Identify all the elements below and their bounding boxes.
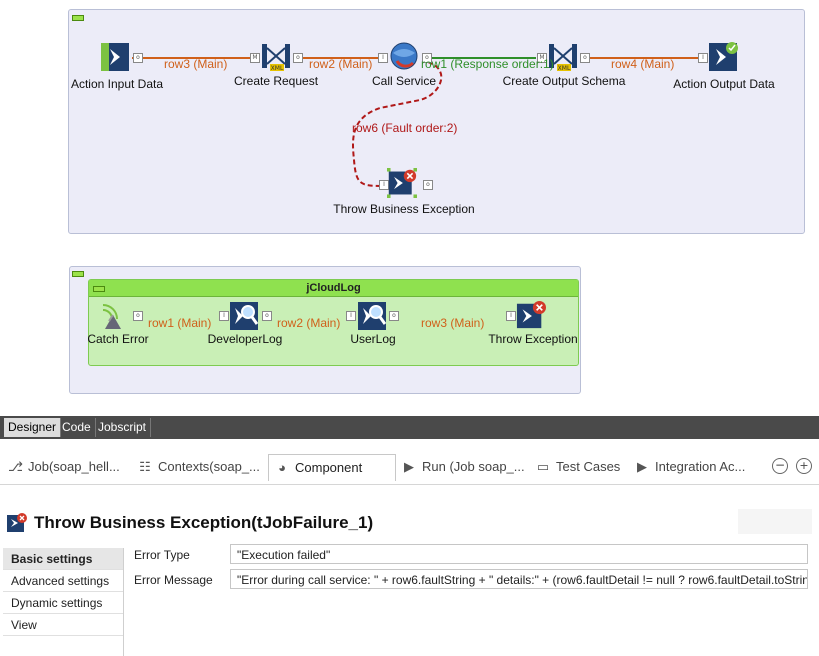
component-label: Throw Business Exception xyxy=(333,202,475,216)
flow-label-row3: row3 (Main) xyxy=(164,57,228,71)
component-label: Create Request xyxy=(233,74,319,88)
minimize-icon[interactable]: − xyxy=(772,458,788,474)
error-message-field[interactable]: "Error during call service: " + row6.fau… xyxy=(230,569,808,589)
subjob-collapse-button[interactable] xyxy=(72,271,84,277)
jcloudlog-group[interactable]: jCloudLog xyxy=(88,279,579,366)
tab-component[interactable]: ◕Component xyxy=(268,454,396,481)
component-label: Create Output Schema xyxy=(502,74,626,88)
output-port[interactable]: o xyxy=(133,53,143,63)
contexts-icon: ☷ xyxy=(139,459,151,474)
flow-label-row1: row1 (Response order:1) xyxy=(421,57,554,71)
tab-jobscript[interactable]: Jobscript xyxy=(94,418,152,437)
output-port[interactable]: o xyxy=(423,180,433,190)
sidebar-item-dynamic-settings[interactable]: Dynamic settings xyxy=(3,592,123,614)
action-input-icon[interactable] xyxy=(100,42,130,72)
component-panel-title: Throw Business Exception(tJobFailure_1) xyxy=(34,513,374,532)
output-port[interactable]: o xyxy=(133,311,143,321)
input-port[interactable]: I xyxy=(219,311,229,321)
tab-run[interactable]: ▶Run (Job soap_... xyxy=(402,454,525,480)
group-collapse-button[interactable] xyxy=(93,286,105,292)
flow-label-log-row1: row1 (Main) xyxy=(148,316,212,330)
component-label: Throw Exception xyxy=(488,332,578,346)
maximize-icon[interactable]: + xyxy=(796,458,812,474)
output-port[interactable]: o xyxy=(389,311,399,321)
flow-label-row2: row2 (Main) xyxy=(309,57,373,71)
input-port[interactable]: M xyxy=(250,53,260,63)
flow-label-log-row2: row2 (Main) xyxy=(277,316,341,330)
component-label: Action Input Data xyxy=(70,77,164,91)
error-type-label: Error Type xyxy=(134,548,190,562)
sidebar-item-view[interactable]: View xyxy=(3,614,123,636)
test-cases-icon: ▭ xyxy=(536,459,550,474)
error-message-label: Error Message xyxy=(134,573,213,587)
designer-canvas[interactable]: o Action Input Data M XML o Create Reque… xyxy=(0,0,819,416)
input-port[interactable]: M xyxy=(537,53,547,63)
flow-label-row4: row4 (Main) xyxy=(611,57,675,71)
svg-text:XML: XML xyxy=(558,65,571,72)
component-label: Call Service xyxy=(371,74,437,88)
tab-job[interactable]: ⎇Job(soap_hell... xyxy=(8,454,120,480)
integration-icon: ▶ xyxy=(637,459,647,474)
xml-map-icon[interactable]: XML xyxy=(548,42,578,72)
tab-designer[interactable]: Designer xyxy=(4,418,62,437)
title-bar-filler xyxy=(738,509,812,534)
tab-integration-actions[interactable]: ▶Integration Ac... xyxy=(635,454,745,480)
designer-tab-bar: Designer Code Jobscript xyxy=(0,416,819,439)
throw-business-exception-icon xyxy=(7,513,27,532)
input-port[interactable]: I xyxy=(379,180,389,190)
user-log-icon[interactable] xyxy=(357,301,387,331)
tab-contexts[interactable]: ☷Contexts(soap_... xyxy=(138,454,260,480)
component-label: Catch Error xyxy=(87,332,149,346)
call-service-globe-icon[interactable] xyxy=(389,41,419,71)
settings-sidebar: Basic settings Advanced settings Dynamic… xyxy=(3,548,124,656)
svg-text:XML: XML xyxy=(271,65,284,72)
throw-business-exception-icon[interactable] xyxy=(387,168,417,198)
sidebar-item-basic-settings[interactable]: Basic settings xyxy=(3,548,123,570)
catch-error-satellite-icon[interactable] xyxy=(99,301,129,331)
job-icon: ⎇ xyxy=(8,459,23,474)
output-port[interactable]: o xyxy=(262,311,272,321)
jcloudlog-title: jCloudLog xyxy=(89,280,578,297)
input-port[interactable]: I xyxy=(346,311,356,321)
input-port[interactable]: I xyxy=(698,53,708,63)
output-port[interactable]: o xyxy=(580,53,590,63)
output-port[interactable]: o xyxy=(422,53,432,63)
action-output-icon[interactable] xyxy=(708,42,738,72)
component-label: Action Output Data xyxy=(673,77,775,91)
flow-line-row6[interactable] xyxy=(352,61,443,187)
tab-test-cases[interactable]: ▭Test Cases xyxy=(536,454,620,480)
input-port[interactable]: I xyxy=(378,53,388,63)
component-label: DeveloperLog xyxy=(207,332,283,346)
error-type-field[interactable]: "Execution failed" xyxy=(230,544,808,564)
flow-label-log-row3: row3 (Main) xyxy=(421,316,485,330)
input-port[interactable]: I xyxy=(506,311,516,321)
component-label: UserLog xyxy=(350,332,396,346)
developer-log-icon[interactable] xyxy=(229,301,259,331)
subjob-collapse-button[interactable] xyxy=(72,15,84,21)
output-port[interactable]: o xyxy=(293,53,303,63)
views-tab-bar: ⎇Job(soap_hell... ☷Contexts(soap_... ◕Co… xyxy=(0,450,819,485)
xml-map-icon[interactable]: XML xyxy=(261,42,291,72)
palette-icon: ◕ xyxy=(278,460,286,475)
flow-label-row6: row6 (Fault order:2) xyxy=(352,121,458,135)
throw-exception-icon[interactable] xyxy=(516,300,546,330)
tab-code[interactable]: Code xyxy=(58,418,96,437)
subjob-main[interactable] xyxy=(68,9,805,234)
sidebar-item-advanced-settings[interactable]: Advanced settings xyxy=(3,570,123,592)
run-icon: ▶ xyxy=(404,459,414,474)
